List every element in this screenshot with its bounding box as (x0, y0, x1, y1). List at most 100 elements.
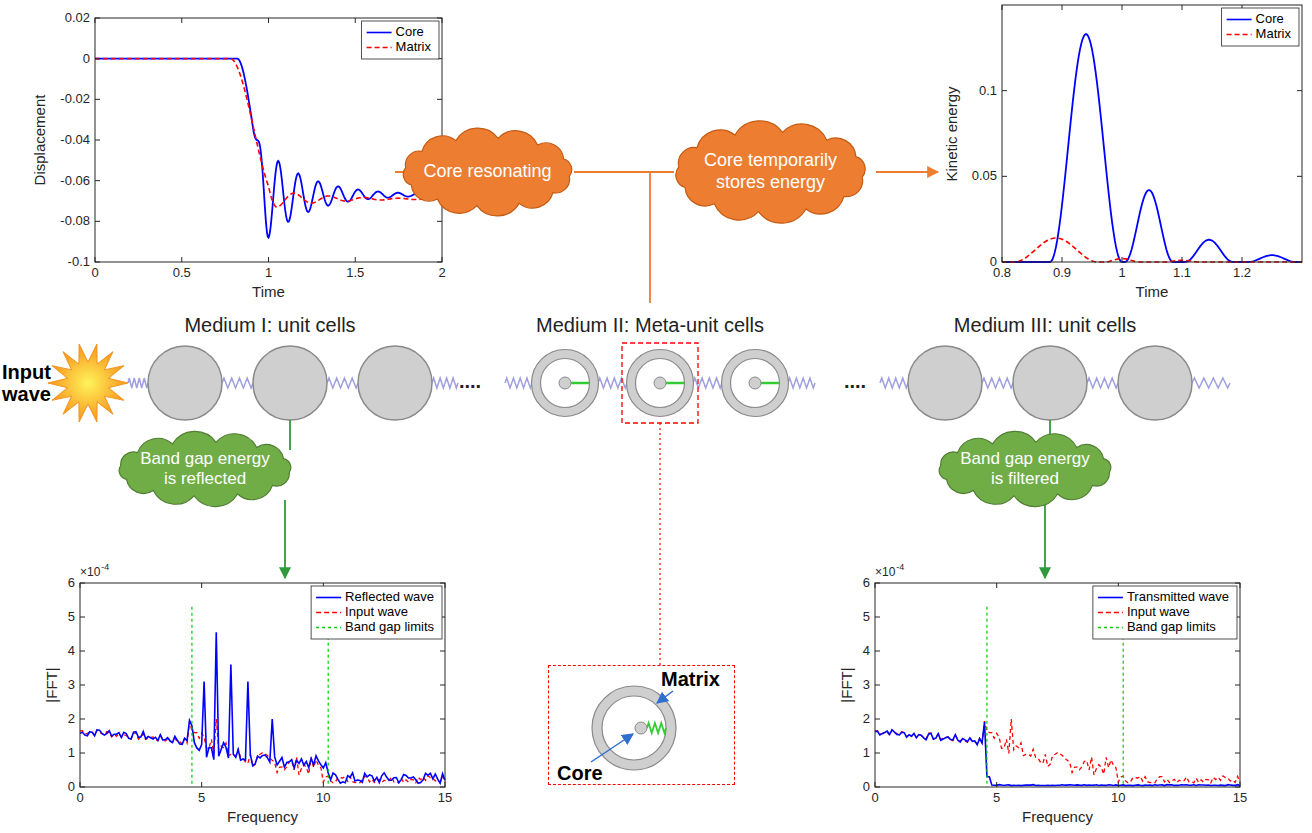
cloud-outline (676, 121, 865, 223)
tick-label: 2 (438, 266, 445, 281)
legend-box (362, 21, 439, 59)
tick-label: 1 (863, 746, 870, 761)
tick-label: 0 (83, 51, 90, 66)
matrix-ring-outline (602, 696, 666, 760)
tick-mark (1002, 262, 1302, 263)
legend-sample (1227, 19, 1252, 21)
tick-mark (95, 99, 442, 100)
tick-mark (1002, 90, 1302, 91)
plot-frame (95, 18, 442, 262)
tick-mark (996, 583, 997, 787)
transmitted-wave-curve (875, 722, 1240, 786)
matrix-ring-outline (636, 359, 685, 408)
callout-text: Core temporarily stores energy (695, 150, 847, 193)
tick-label: 4 (68, 644, 75, 659)
legend-text: Transmitted wave (1127, 590, 1229, 605)
spring (982, 378, 1013, 388)
legend-sample (316, 627, 341, 629)
axis-title: Frequency (1022, 808, 1093, 825)
legend-text: Matrix (1256, 27, 1291, 42)
tick-label: 0 (863, 780, 870, 795)
unit-cell (1118, 346, 1192, 420)
matrix-ring (536, 354, 594, 412)
tick-mark (1122, 5, 1123, 262)
tick-mark (875, 685, 1240, 686)
tick-mark (80, 787, 445, 788)
tick-mark (95, 18, 96, 262)
tick-mark (1062, 5, 1063, 262)
legend-box (1093, 586, 1237, 639)
cloud-callout: Core temporarily stores energy (668, 122, 873, 222)
tick-mark (80, 753, 445, 754)
legend-sample (367, 32, 392, 34)
tick-mark (95, 180, 442, 181)
tick-label: -0.08 (60, 214, 90, 229)
axis-exponent: -4 (896, 562, 904, 572)
legend-sample (1098, 612, 1123, 614)
cloud-outline (403, 128, 571, 216)
tick-label: 3 (863, 678, 870, 693)
tick-label: 5 (198, 791, 205, 806)
spring (1192, 378, 1230, 388)
legend-sample (1098, 597, 1123, 599)
tick-label: 10 (316, 791, 330, 806)
plot-frame (80, 583, 445, 787)
legend-text: Band gap limits (1127, 620, 1216, 635)
cloud-callout: Core resonating (395, 128, 580, 216)
callout-text: Band gap energy is filtered (955, 449, 1096, 490)
burst-outline (48, 344, 128, 422)
spring (880, 378, 908, 388)
tick-label: 0.9 (1053, 266, 1071, 281)
tick-mark (95, 140, 442, 141)
cloud-callout: Band gap energy is filtered (930, 432, 1120, 506)
tick-label: 0 (68, 780, 75, 795)
legend-box (1222, 8, 1299, 46)
axis-exponent: -4 (101, 562, 109, 572)
part-label: Matrix (661, 668, 720, 691)
axis-title: Time (252, 283, 285, 300)
matrix-ring (631, 354, 689, 412)
tick-label: 1 (68, 746, 75, 761)
tick-label: 3 (68, 678, 75, 693)
axis-title: Kinetic energy (943, 86, 960, 181)
tick-mark (875, 583, 1240, 584)
axis-title: Time (1136, 283, 1169, 300)
axis-title: Frequency (227, 808, 298, 825)
matrix-ring-outline (532, 350, 599, 417)
tick-label: 0 (871, 791, 878, 806)
leader-line (649, 172, 651, 303)
legend-text: Core (1256, 12, 1284, 27)
legend-box (311, 586, 442, 639)
tick-label: 0.02 (65, 11, 90, 26)
core-spring (647, 723, 666, 733)
tick-label: -0.02 (60, 92, 90, 107)
tick-label: 0 (76, 791, 83, 806)
unit-cell (148, 346, 222, 420)
matrix-ring-outline (592, 686, 676, 770)
tick-mark (1182, 5, 1183, 262)
pointer-arrow (657, 691, 673, 703)
leader-line (289, 420, 291, 450)
tick-label: 1 (265, 266, 272, 281)
cloud-outline (939, 431, 1111, 506)
tick-mark (875, 753, 1240, 754)
tick-label: 0 (91, 266, 98, 281)
plot-area (1002, 5, 1302, 262)
cloud-outline (119, 431, 291, 506)
spring (327, 378, 358, 388)
tick-mark (268, 18, 269, 262)
legend-sample (316, 597, 341, 599)
tick-label: 6 (863, 576, 870, 591)
axis-title: |FFT| (838, 667, 855, 702)
matrix-ring-outline (541, 359, 590, 408)
callout-text: Core resonating (419, 161, 556, 183)
tick-mark (875, 787, 1240, 788)
tick-label: 5 (993, 791, 1000, 806)
matrix-curve (95, 59, 442, 207)
tick-label: -0.1 (68, 255, 90, 270)
matrix-ring-outline (731, 359, 780, 408)
plot-area (80, 583, 445, 787)
tick-mark (1002, 176, 1302, 177)
